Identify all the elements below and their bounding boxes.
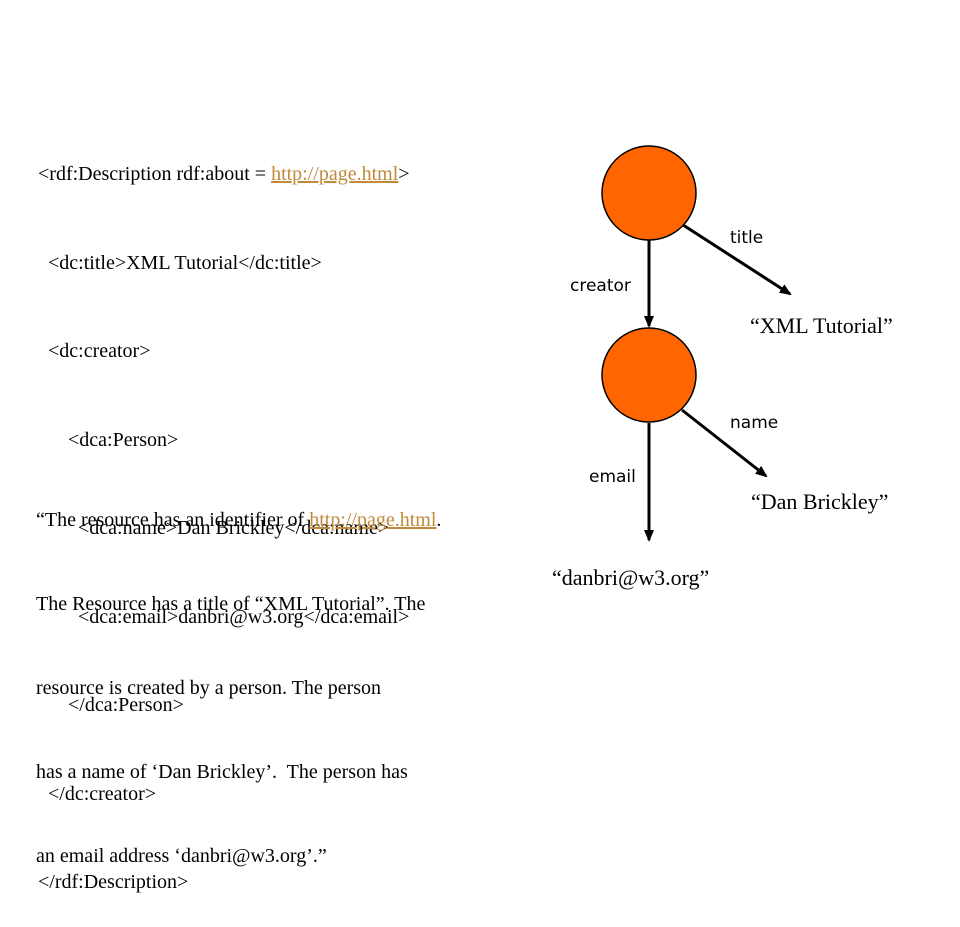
code-line-5: <dca:name>Dan Brickley</dca:name> [38, 517, 390, 539]
para-line-2: The Resource has a title of “XML Tutoria… [36, 593, 426, 615]
para-line-5: an email address ‘danbri@w3.org’.” [36, 845, 327, 867]
edge-title-label: title [730, 228, 763, 248]
resource-link[interactable]: http://page.html [271, 163, 399, 185]
edge-title-arrow [679, 221, 792, 296]
literal-email: “danbri@w3.org” [552, 565, 709, 590]
resource-node [601, 145, 697, 241]
identifier-link[interactable]: http://page.html [309, 509, 437, 531]
para-line-4: has a name of ‘Dan Brickley’. The person… [36, 761, 408, 783]
literal-name: “Dan Brickley” [751, 489, 888, 514]
rdf-graph: title creator name email “XML Tutorial” … [552, 145, 893, 590]
person-node [601, 327, 697, 423]
code-line-7: </dca:Person> [38, 694, 184, 716]
code-line-4: <dca:Person> [38, 428, 179, 451]
edge-name-label: name [730, 413, 778, 433]
code-line-1: <rdf:Description rdf:about = http://page… [38, 163, 410, 185]
para-line-1: “The resource has an identifier of http:… [36, 509, 442, 531]
code-line-6: <dca:email>danbri@w3.org</dca:email> [38, 605, 410, 628]
code-line-3: <dc:creator> [38, 340, 151, 362]
edge-creator-label: creator [570, 276, 631, 296]
para-line-3: resource is created by a person. The per… [36, 677, 382, 699]
code-line-2: <dc:title>XML Tutorial</dc:title> [38, 251, 322, 274]
edge-email-label: email [589, 467, 636, 487]
edge-name-arrow [681, 408, 768, 478]
literal-title: “XML Tutorial” [750, 313, 893, 338]
